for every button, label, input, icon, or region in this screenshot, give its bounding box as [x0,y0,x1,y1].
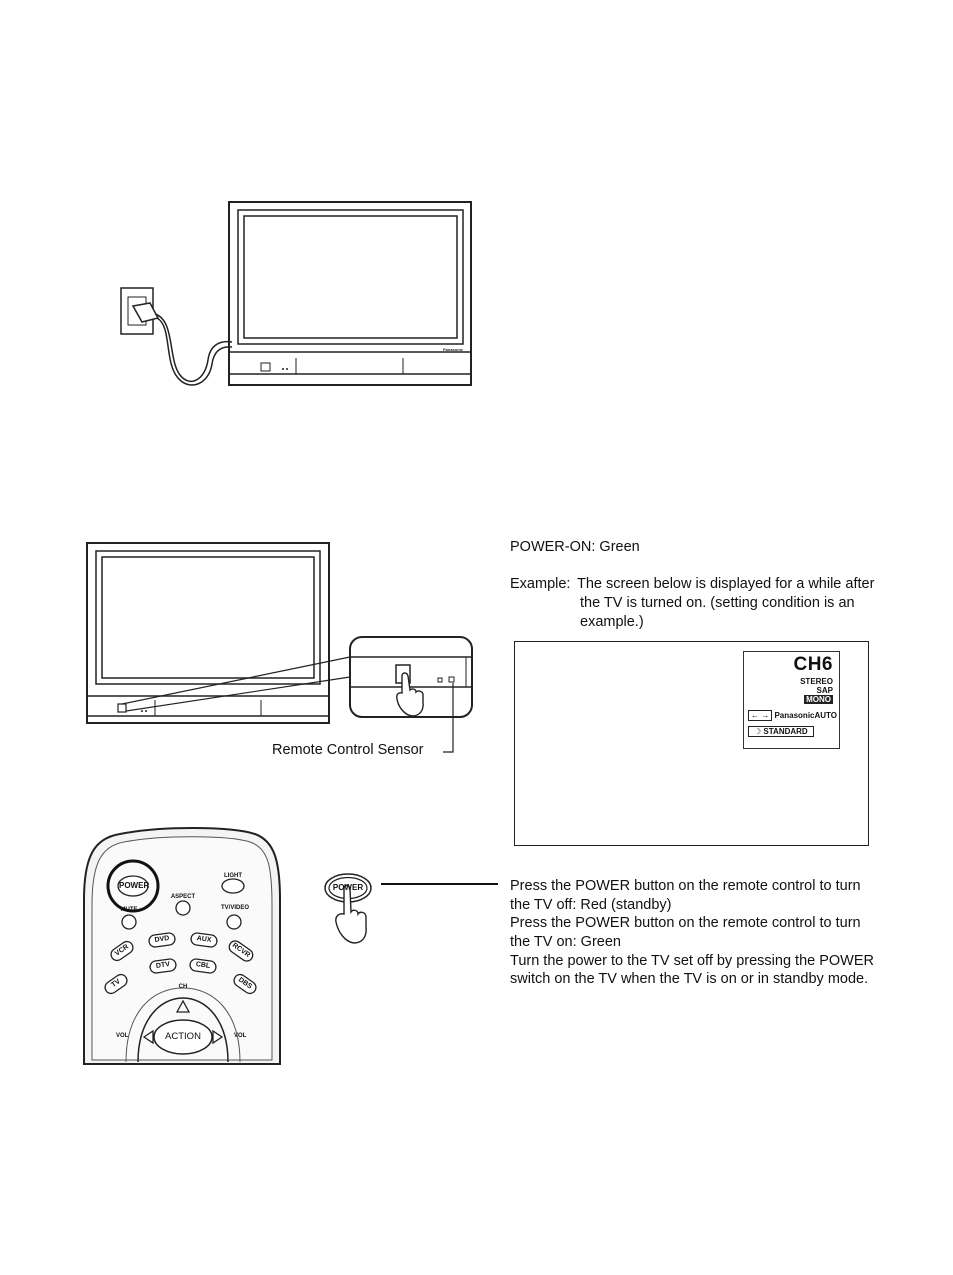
remote-vol-left-label: VOL [116,1033,129,1039]
remote-dvd-button[interactable]: DVD [154,935,170,944]
power-instruction-line-2: the TV off: Red (standby) [510,897,672,913]
audio-sap: SAP [816,686,833,695]
picture-mode: STANDARD [763,727,808,736]
screen-display-example [514,641,869,846]
audio-mono: MONO [804,695,833,704]
remote-tv-video-button[interactable]: TV/VIDEO [220,905,249,911]
power-button-closeup-label: POWER [332,883,364,892]
remote-rcvr-button[interactable]: RCVR [230,941,252,960]
remote-tv-button[interactable]: TV [110,978,122,989]
remote-control-sensor-label: Remote Control Sensor [272,742,424,758]
remote-vcr-button[interactable]: VCR [113,943,131,958]
power-instruction-line-5: Turn the power to the TV set off by pres… [510,953,875,969]
remote-cbl-button[interactable]: CBL [195,961,211,970]
remote-dtv-button[interactable]: DTV [155,961,171,970]
remote-aspect-button[interactable]: ASPECT [170,894,196,900]
remote-mute-button[interactable]: MUTE [120,907,138,913]
example-line-3: example.) [580,614,644,630]
power-instruction-line-6: switch on the TV when the TV is on or in… [510,971,869,987]
example-label: Example: [510,576,571,592]
remote-aux-button[interactable]: AUX [196,935,212,944]
example-line-1: The screen below is displayed for a whil… [577,576,875,592]
channel-number: CH6 [793,654,833,675]
remote-ch-label: CH [178,984,188,990]
channel-info-panel: CH6 STEREO SAP MONO ← → PanasonicAUTO ☽ … [743,651,840,749]
audio-stereo: STEREO [800,677,833,686]
power-on-note: POWER-ON: Green [510,539,640,555]
power-instruction-line-1: Press the POWER button on the remote con… [510,878,861,894]
remote-power-button[interactable]: POWER [119,881,150,890]
aspect-arrows-icon: ← → [748,710,773,721]
power-instruction-line-4: the TV on: Green [510,934,621,950]
aspect-mode: PanasonicAUTO [774,711,838,720]
remote-action-button[interactable]: ACTION [165,1031,201,1042]
tv-brand-label: Panasonic [443,347,464,352]
remote-dbs-button[interactable]: DBS [236,976,254,991]
remote-vol-right-label: VOL [234,1033,247,1039]
picture-icon: ☽ [754,727,762,736]
remote-light-button[interactable]: LIGHT [224,873,242,879]
power-instruction-line-3: Press the POWER button on the remote con… [510,915,861,931]
example-line-2: the TV is turned on. (setting condition … [580,595,855,611]
